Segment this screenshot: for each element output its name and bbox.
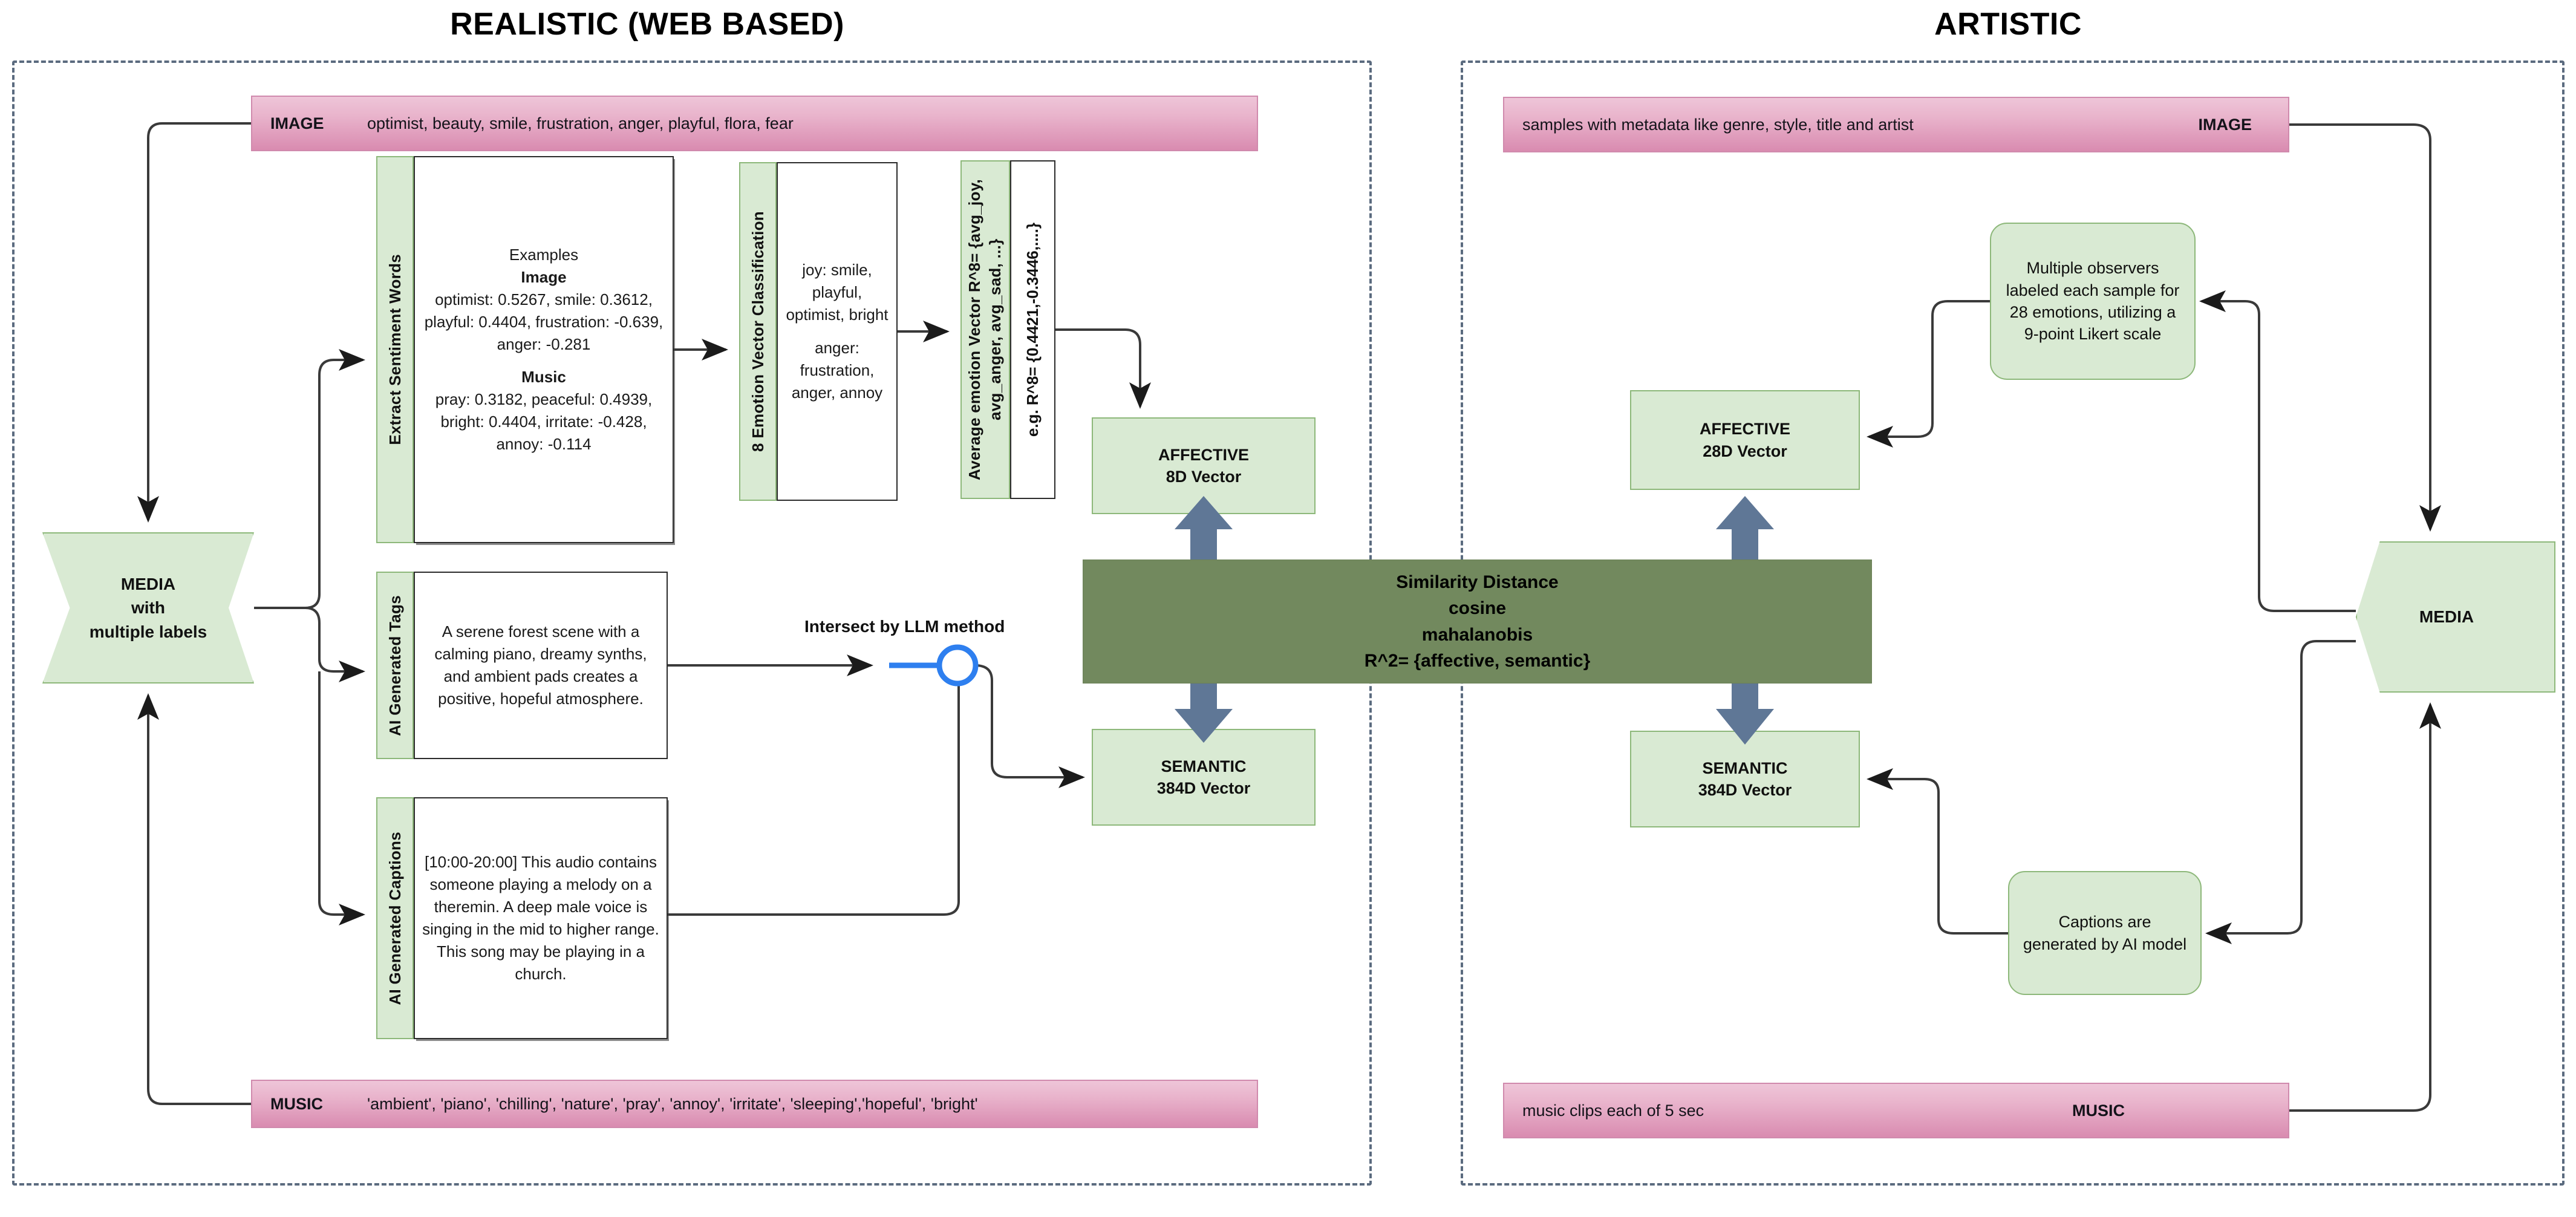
- emotion-anger-text: anger: frustration, anger, annoy: [791, 339, 883, 402]
- right-semantic-line1: SEMANTIC: [1702, 759, 1788, 777]
- captions-generated-text: Captions are generated by AI model: [2023, 913, 2187, 953]
- sentiment-music-head: Music: [521, 368, 566, 387]
- left-music-bar-text: 'ambient', 'piano', 'chilling', 'nature'…: [367, 1094, 978, 1113]
- left-media-line1: MEDIA: [120, 575, 176, 594]
- intersect-by-llm-method-label: Intersect by LLM method: [804, 617, 1005, 636]
- right-affective-line2: 28D Vector: [1703, 442, 1787, 460]
- similarity-distance-box: Similarity Distance cosine mahalanobis R…: [1083, 560, 1872, 684]
- ai-generated-captions-tab: AI Generated Captions: [376, 797, 414, 1039]
- left-media-label: MEDIA with multiple labels: [42, 532, 254, 684]
- emotion-vector-classification-tab: 8 Emotion Vector Classification: [739, 162, 777, 501]
- left-semantic-line2: 384D Vector: [1156, 779, 1251, 797]
- average-emotion-vector-tab: Average emotion Vector R^8= {avg_joy, av…: [960, 160, 1010, 499]
- similarity-line4: R^2= {affective, semantic}: [1364, 651, 1591, 671]
- multiple-observers-text: Multiple observers labeled each sample f…: [2006, 259, 2180, 344]
- ai-generated-tags-text: A serene forest scene with a calming pia…: [434, 622, 647, 708]
- right-semantic-vector-box: SEMANTIC 384D Vector: [1630, 731, 1860, 827]
- ai-generated-captions-tab-label: AI Generated Captions: [385, 831, 404, 1005]
- extract-sentiment-words-tab-label: Extract Sentiment Words: [385, 254, 404, 445]
- emotion-vector-classification-tab-label: 8 Emotion Vector Classification: [748, 211, 767, 452]
- sentiment-examples-box: Examples Image optimist: 0.5267, smile: …: [414, 156, 674, 543]
- left-image-bar-text: optimist, beauty, smile, frustration, an…: [367, 114, 794, 132]
- left-media-line2: with: [131, 598, 165, 618]
- sentiment-music-body: pray: 0.3182, peaceful: 0.4939, bright: …: [435, 390, 653, 454]
- right-image-bar-text: samples with metadata like genre, style,…: [1522, 115, 1914, 134]
- similarity-line1: Similarity Distance: [1396, 572, 1559, 592]
- right-music-bar-text: music clips each of 5 sec: [1522, 1101, 1704, 1120]
- left-affective-line2: 8D Vector: [1166, 468, 1242, 486]
- left-media-line3: multiple labels: [89, 622, 207, 641]
- average-emotion-vector-tab-label: Average emotion Vector R^8= {avg_joy, av…: [965, 178, 1004, 481]
- left-panel-title: REALISTIC (WEB BASED): [450, 7, 844, 42]
- multiple-observers-box: Multiple observers labeled each sample f…: [1990, 223, 2196, 380]
- similarity-line3: mahalanobis: [1421, 624, 1533, 645]
- average-emotion-vector-example-text: e.g. R^8= {0.4421,-0.3446,....}: [1023, 222, 1042, 437]
- right-panel-title: ARTISTIC: [1934, 7, 2082, 42]
- emotion-vector-classification-box: joy: smile, playful, optimist, bright an…: [777, 162, 898, 501]
- right-affective-vector-box: AFFECTIVE 28D Vector: [1630, 390, 1860, 490]
- left-affective-vector-box: AFFECTIVE 8D Vector: [1092, 417, 1316, 514]
- left-music-bar: MUSIC 'ambient', 'piano', 'chilling', 'n…: [251, 1080, 1258, 1128]
- left-image-bar: IMAGE optimist, beauty, smile, frustrati…: [251, 96, 1258, 151]
- right-media-shape: [2356, 541, 2555, 693]
- right-music-bar: music clips each of 5 sec MUSIC: [1503, 1083, 2289, 1138]
- emotion-joy-text: joy: smile, playful, optimist, bright: [786, 261, 889, 324]
- similarity-line2: cosine: [1448, 598, 1507, 618]
- captions-generated-box: Captions are generated by AI model: [2008, 871, 2202, 995]
- ai-generated-captions-text: [10:00-20:00] This audio contains someon…: [422, 853, 659, 983]
- ai-generated-captions-box: [10:00-20:00] This audio contains someon…: [414, 797, 668, 1039]
- ai-generated-tags-box: A serene forest scene with a calming pia…: [414, 572, 668, 759]
- ai-generated-tags-tab-label: AI Generated Tags: [385, 595, 404, 736]
- right-semantic-line2: 384D Vector: [1698, 781, 1792, 799]
- left-media-shape: [42, 532, 254, 684]
- right-media-line1: MEDIA: [2419, 607, 2474, 626]
- right-media-label: MEDIA: [2356, 541, 2537, 693]
- sentiment-examples-title: Examples: [509, 245, 579, 264]
- right-image-bar-label: IMAGE: [2198, 115, 2252, 134]
- right-affective-line1: AFFECTIVE: [1699, 420, 1790, 439]
- left-music-bar-label: MUSIC: [270, 1094, 323, 1113]
- left-semantic-vector-box: SEMANTIC 384D Vector: [1092, 729, 1316, 826]
- left-affective-line1: AFFECTIVE: [1158, 445, 1249, 464]
- right-image-bar: samples with metadata like genre, style,…: [1503, 97, 2289, 152]
- sentiment-image-head: Image: [521, 267, 567, 286]
- average-emotion-vector-example-box: e.g. R^8= {0.4421,-0.3446,....}: [1010, 160, 1055, 499]
- sentiment-image-body: optimist: 0.5267, smile: 0.3612, playful…: [424, 290, 664, 353]
- left-semantic-line1: SEMANTIC: [1161, 757, 1247, 775]
- ai-generated-tags-tab: AI Generated Tags: [376, 572, 414, 759]
- right-music-bar-label: MUSIC: [2072, 1101, 2125, 1120]
- extract-sentiment-words-tab: Extract Sentiment Words: [376, 156, 414, 543]
- left-image-bar-label: IMAGE: [270, 114, 324, 132]
